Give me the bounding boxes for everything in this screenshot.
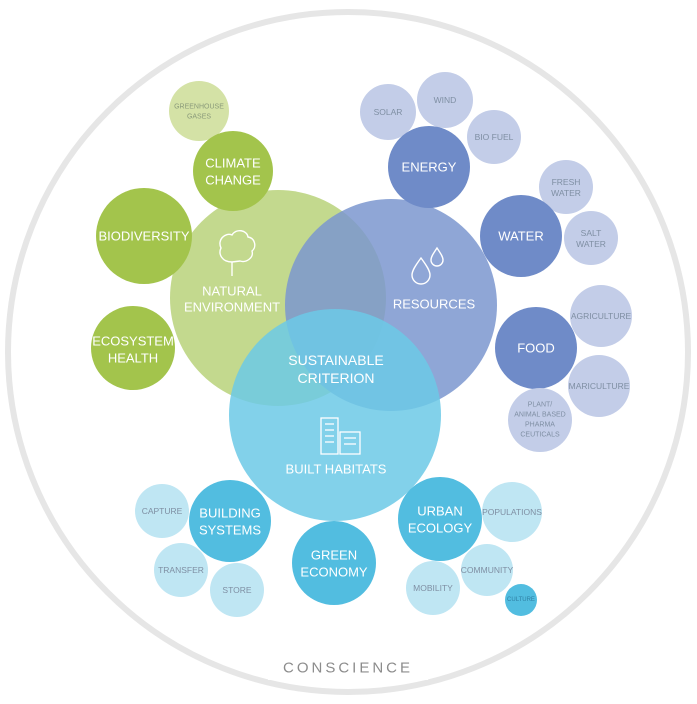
biodiversity-node bbox=[96, 188, 192, 284]
climate-change-node bbox=[193, 131, 273, 211]
building-systems-line1: BUILDING bbox=[199, 506, 260, 521]
food-node bbox=[495, 307, 577, 389]
salt-water-line1: SALT bbox=[581, 228, 602, 238]
solar-label: SOLAR bbox=[374, 107, 403, 117]
tree-icon bbox=[219, 230, 256, 276]
pharma-line4: CEUTICALS bbox=[520, 432, 560, 439]
capture-label: CAPTURE bbox=[142, 506, 183, 516]
capture-node bbox=[135, 484, 189, 538]
fresh-water-line1: FRESH bbox=[552, 177, 581, 187]
salt-water-line2: WATER bbox=[576, 239, 606, 249]
built-habitats-label: BUILT HABITATS bbox=[286, 462, 387, 477]
center-line1: SUSTAINABLE bbox=[288, 352, 383, 368]
climate-line2: CHANGE bbox=[205, 173, 261, 188]
agriculture-label: AGRICULTURE bbox=[571, 311, 632, 321]
mobility-label: MOBILITY bbox=[413, 583, 453, 593]
natural-line1: NATURAL bbox=[202, 284, 262, 299]
wind-label: WIND bbox=[434, 95, 457, 105]
greenhouse-line2: GASES bbox=[187, 114, 211, 121]
greenhouse-gases-node bbox=[169, 81, 229, 141]
building-systems-line2: SYSTEMS bbox=[199, 523, 261, 538]
community-node bbox=[461, 544, 513, 596]
urban-ecology-line2: ECOLOGY bbox=[408, 521, 473, 536]
greenhouse-line1: GREENHOUSE bbox=[174, 104, 224, 111]
store-node bbox=[210, 563, 264, 617]
pharma-node bbox=[508, 388, 572, 452]
wind-node bbox=[417, 72, 473, 128]
biofuel-node bbox=[467, 110, 521, 164]
biofuel-label: BIO FUEL bbox=[475, 132, 514, 142]
urban-ecology-line1: URBAN bbox=[417, 504, 463, 519]
green-economy-line1: GREEN bbox=[311, 548, 357, 563]
natural-line2: ENVIRONMENT bbox=[184, 300, 280, 315]
urban-ecology-node bbox=[398, 477, 482, 561]
populations-node bbox=[482, 482, 542, 542]
built-habitats-circle bbox=[229, 309, 441, 521]
culture-node bbox=[505, 584, 537, 616]
salt-water-node bbox=[564, 211, 618, 265]
mobility-node bbox=[406, 561, 460, 615]
mariculture-node bbox=[568, 355, 630, 417]
buildings-icon bbox=[320, 417, 361, 455]
building-systems-node bbox=[189, 480, 271, 562]
energy-node bbox=[388, 126, 470, 208]
energy-label: ENERGY bbox=[402, 160, 457, 175]
climate-line1: CLIMATE bbox=[205, 156, 261, 171]
transfer-node bbox=[154, 543, 208, 597]
pharma-line3: PHARMA bbox=[525, 422, 555, 429]
ecosystem-health-node bbox=[91, 306, 175, 390]
populations-label: POPULATIONS bbox=[482, 507, 542, 517]
pharma-line1: PLANT/ bbox=[528, 402, 553, 409]
community-label: COMMUNITY bbox=[461, 565, 514, 575]
fresh-water-line2: WATER bbox=[551, 188, 581, 198]
agriculture-node bbox=[570, 285, 632, 347]
water-drops-icon bbox=[411, 246, 444, 285]
center-line2: CRITERION bbox=[298, 370, 375, 386]
ecosystem-line2: HEALTH bbox=[108, 351, 158, 366]
water-label: WATER bbox=[498, 229, 544, 244]
resources-label: RESOURCES bbox=[393, 297, 476, 312]
water-node bbox=[480, 195, 562, 277]
pharma-line2: ANIMAL BASED bbox=[514, 412, 565, 419]
fresh-water-node bbox=[539, 160, 593, 214]
green-economy-node bbox=[292, 521, 376, 605]
solar-node bbox=[360, 84, 416, 140]
store-label: STORE bbox=[222, 585, 251, 595]
biodiversity-label: BIODIVERSITY bbox=[98, 229, 189, 244]
ecosystem-line1: ECOSYSTEM bbox=[92, 334, 174, 349]
food-label: FOOD bbox=[517, 341, 555, 356]
green-economy-line2: ECONOMY bbox=[300, 565, 368, 580]
culture-label: CULTURE bbox=[507, 597, 535, 603]
mariculture-label: MARICULTURE bbox=[569, 381, 630, 391]
conscience-label: CONSCIENCE bbox=[283, 660, 413, 677]
conscience-label-bg bbox=[268, 656, 428, 680]
transfer-label: TRANSFER bbox=[158, 565, 204, 575]
